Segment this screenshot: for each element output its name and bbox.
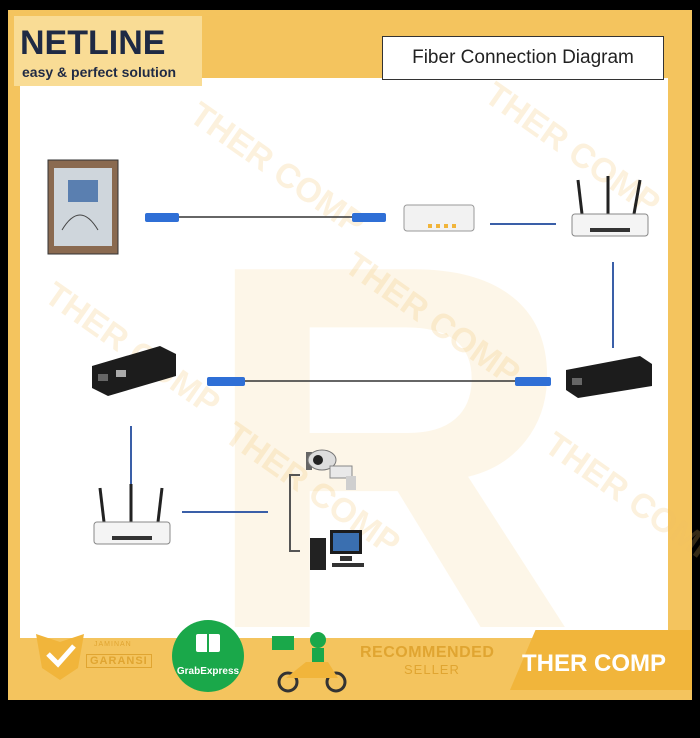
watermark-letter: R [200,157,576,738]
diagram-canvas: R [20,78,668,708]
netline-logo: NETLINE easy & perfect solution [14,16,202,86]
media-converter-icon [92,346,176,396]
olt-cabinet-icon [47,159,119,255]
connection-diagram [47,159,652,570]
badge-row: JAMINAN GARANSI GrabExpress RECOMMENDED … [0,610,700,700]
seller-label: SELLER [404,662,460,677]
onu-modem-icon [403,204,475,232]
screenshot-frame: R THER COMP THER COMP THER COMP THER COM… [0,10,700,708]
recommended-label: RECOMMENDED [360,644,495,661]
logo-brand: NETLINE [20,24,166,62]
warranty-top-label: JAMINAN [94,641,132,648]
wifi-router-icon [93,484,171,545]
cctv-camera-icon [306,449,356,490]
diagram-title: Fiber Connection Diagram [382,36,664,80]
grabexpress-label: GrabExpress [176,666,240,677]
package-icon [196,634,220,652]
logo-tagline: easy & perfect solution [22,64,177,80]
store-banner [510,630,692,690]
wifi-router-icon [571,176,649,237]
store-name: THER COMP [522,650,666,677]
courier-scooter-icon [272,632,347,693]
desktop-pc-icon [310,530,364,570]
fiber-patch-cord [145,213,386,222]
warranty-icon [36,634,84,680]
fiber-patch-cord [207,377,551,386]
media-converter-icon [566,356,652,398]
warranty-label: GARANSI [86,654,152,668]
grabexpress-badge: GrabExpress [172,620,244,692]
branch-bracket [289,474,300,552]
